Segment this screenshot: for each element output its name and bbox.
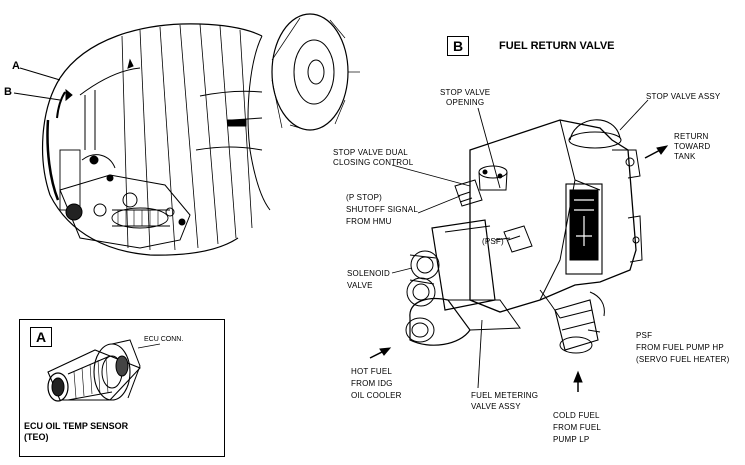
label-p-stop-shutoff-signal: (P STOP) SHUTOFF SIGNAL FROM HMU <box>346 193 418 226</box>
label-return-toward-tank: RETURN TOWARD TANK <box>674 132 711 161</box>
callout-b: B <box>4 86 12 98</box>
label-stop-valve-assy: STOP VALVE ASSY <box>646 92 721 101</box>
label-psf-servo-fuel: PSF FROM FUEL PUMP HP (SERVO FUEL HEATER… <box>636 331 730 364</box>
label-ecu-conn: ECU CONN. <box>144 336 184 343</box>
label-stop-valve-dual-closing-control: STOP VALVE DUAL CLOSING CONTROL <box>333 148 414 167</box>
label-stop-valve-opening: STOP VALVE OPENING <box>440 88 491 107</box>
callout-a: A <box>12 60 20 72</box>
label-hot-fuel: HOT FUEL FROM IDG OIL COOLER <box>351 367 402 400</box>
section-b-letter: B <box>447 36 469 56</box>
teo-sensor-illustration <box>47 339 161 402</box>
fuel-return-valve-illustration <box>369 99 669 392</box>
section-a-letter: A <box>30 327 52 347</box>
label-psf-inner: (PSF) <box>482 237 504 246</box>
label-solenoid-valve: SOLENOID VALVE <box>347 269 390 290</box>
label-cold-fuel: COLD FUEL FROM FUEL PUMP LP <box>553 411 602 444</box>
section-b-title: FUEL RETURN VALVE <box>499 40 615 52</box>
label-ecu-oil-temp-sensor: ECU OIL TEMP SENSOR (TEO) <box>24 421 129 442</box>
inset-a-panel: A ECU CONN. ECU OIL TEMP SENSOR (TEO) <box>19 319 225 457</box>
label-fuel-metering-valve-assy: FUEL METERING VALVE ASSY <box>471 391 539 411</box>
engine-illustration <box>13 13 360 256</box>
